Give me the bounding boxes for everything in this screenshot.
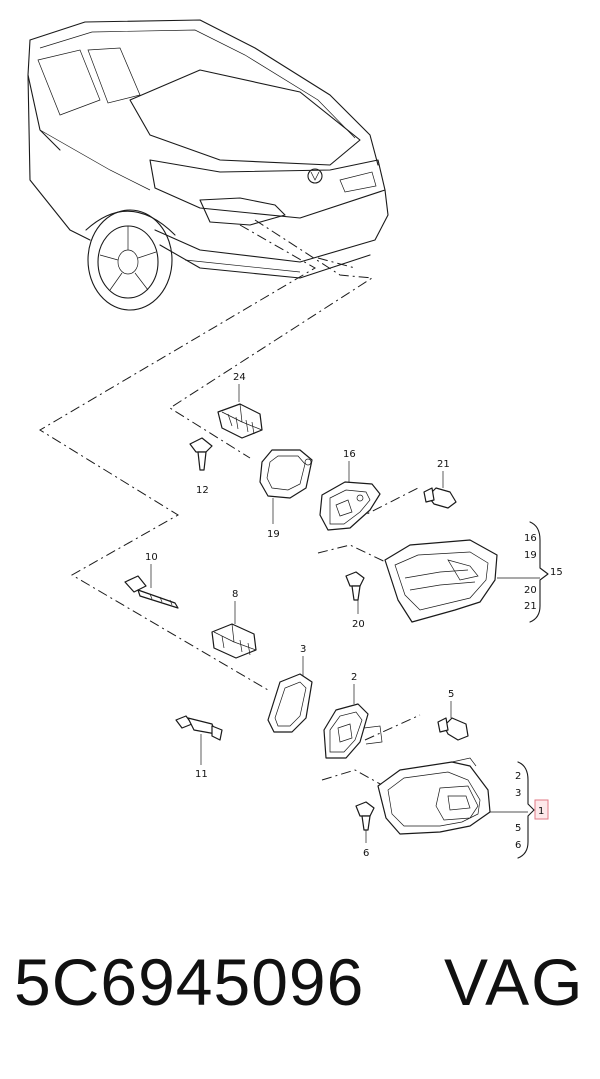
- part-16-bulb-carrier[interactable]: [319, 481, 381, 531]
- callout-12: 12: [196, 485, 209, 496]
- bracket-15-item-21: 21: [524, 601, 537, 612]
- callout-6: 6: [363, 848, 369, 859]
- part-15-inner-tail-light[interactable]: [384, 539, 498, 623]
- brand-label: VAG: [444, 945, 585, 1019]
- assembly-bracket-1: 2 3 5 6 1: [515, 761, 549, 859]
- part-6-screw[interactable]: [355, 801, 375, 831]
- callout-2: 2: [351, 672, 357, 683]
- bracket-1-item-2: 2: [515, 771, 521, 782]
- callout-21: 21: [437, 459, 450, 470]
- callout-19: 19: [267, 529, 280, 540]
- callout-3: 3: [300, 644, 306, 655]
- callout-10: 10: [145, 552, 158, 563]
- bracket-15-item-19: 19: [524, 550, 537, 561]
- callout-24: 24: [233, 372, 246, 383]
- bracket-15-item-20: 20: [524, 585, 537, 596]
- part-20-screw[interactable]: [345, 571, 365, 601]
- bracket-1-item-5: 5: [515, 823, 521, 834]
- part-5-bulb[interactable]: [437, 717, 469, 741]
- callout-15: 15: [550, 567, 563, 578]
- part-2-bulb-carrier[interactable]: [323, 703, 383, 759]
- bracket-1-item-6: 6: [515, 840, 521, 851]
- part-1-outer-tail-light[interactable]: [377, 757, 491, 835]
- part-12-clip[interactable]: [189, 437, 213, 471]
- part-3-gasket[interactable]: [267, 673, 313, 733]
- car-rear-illustration: [27, 19, 389, 311]
- part-10-sensor[interactable]: [124, 575, 179, 609]
- callout-5: 5: [448, 689, 454, 700]
- part-number: 5C6945096: [14, 945, 365, 1019]
- parts-diagram: 24 12 19 16 21 20: [27, 19, 563, 859]
- callout-1[interactable]: 1: [538, 806, 544, 817]
- assembly-bracket-15: 16 19 20 21 15: [524, 521, 563, 623]
- callout-1-highlight: [534, 799, 549, 820]
- callout-11: 11: [195, 769, 208, 780]
- part-8-connector[interactable]: [211, 623, 257, 659]
- part-19-gasket[interactable]: [259, 449, 313, 499]
- part-11-sensor[interactable]: [175, 715, 223, 741]
- callout-20: 20: [352, 619, 365, 630]
- bracket-15-item-16: 16: [524, 533, 537, 544]
- callout-16: 16: [343, 449, 356, 460]
- bracket-1-item-3: 3: [515, 788, 521, 799]
- part-24-connector[interactable]: [217, 403, 263, 439]
- part-21-bulb[interactable]: [423, 487, 457, 509]
- callout-8: 8: [232, 589, 238, 600]
